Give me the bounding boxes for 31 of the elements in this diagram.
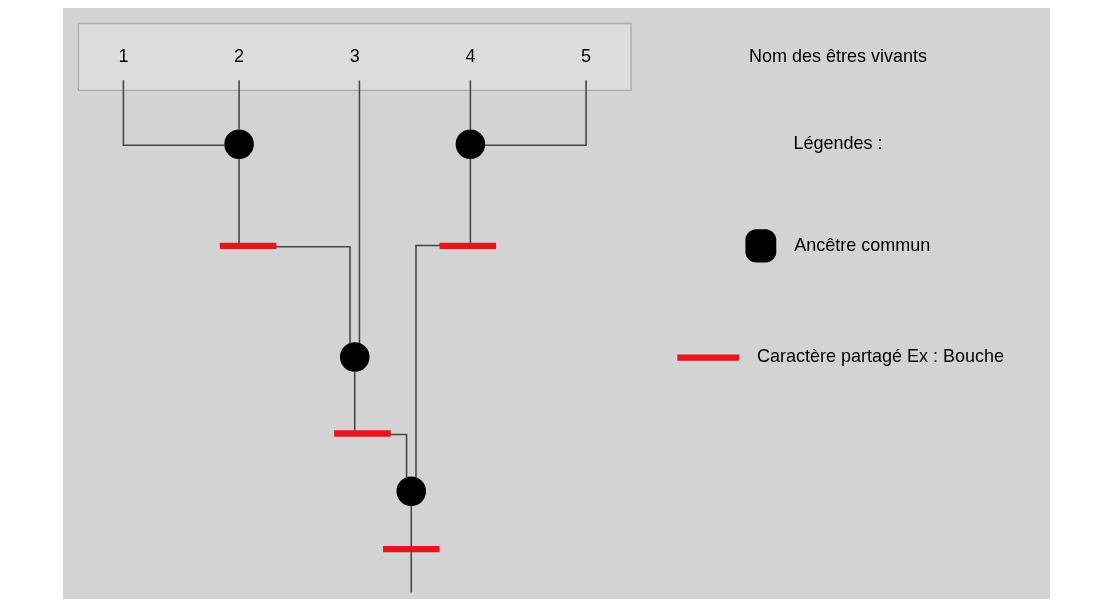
connector xyxy=(388,433,407,479)
legend-label: Ancêtre commun xyxy=(793,234,930,255)
connector xyxy=(469,158,471,245)
node-bar xyxy=(382,545,440,553)
node-text: 1 xyxy=(117,45,128,66)
node-bar xyxy=(333,430,391,437)
node-circle xyxy=(223,129,254,160)
connector xyxy=(410,505,412,547)
connector xyxy=(483,79,587,146)
node-text: 4 xyxy=(464,45,475,66)
connector xyxy=(358,79,360,344)
connector xyxy=(410,551,412,594)
label: Nom des êtres vivants xyxy=(748,45,927,66)
node-bar xyxy=(219,242,276,250)
node-bar xyxy=(439,242,496,250)
connector xyxy=(237,79,240,131)
connector xyxy=(274,246,351,345)
node-circle xyxy=(455,129,485,160)
node-circle xyxy=(396,476,426,507)
connector xyxy=(353,370,355,432)
connector xyxy=(469,79,471,131)
node-text: 2 xyxy=(233,45,244,66)
connector xyxy=(414,244,441,479)
node-text: 5 xyxy=(580,45,591,66)
node-text: 3 xyxy=(349,45,360,66)
label: Légendes : xyxy=(792,133,882,154)
legend-label: Caractère partagé Ex : Bouche xyxy=(756,346,1004,367)
node-circle xyxy=(339,342,369,372)
connector xyxy=(237,158,240,245)
cluster xyxy=(77,22,632,91)
connector xyxy=(122,79,226,146)
